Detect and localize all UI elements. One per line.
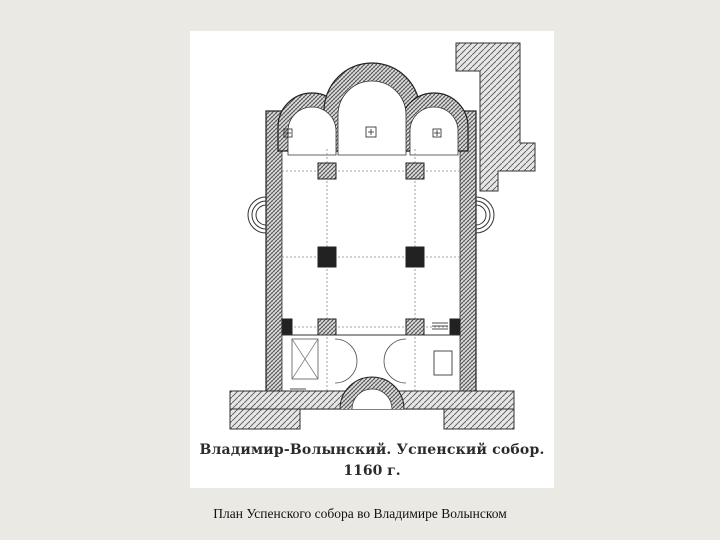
altar-marks (283, 126, 442, 138)
adjoining-structure (455, 42, 536, 192)
cathedral-floor-plan (229, 42, 536, 430)
plan-figure: Владимир-Волынский. Успенский собор. 116… (190, 31, 554, 488)
figure-date: 1160 г. (343, 463, 401, 479)
figure-title: Владимир-Волынский. Успенский собор. (199, 442, 545, 458)
slide-caption: План Успенского собора во Владимире Волы… (213, 506, 507, 521)
outer-walls (265, 110, 477, 410)
narthex (282, 334, 460, 384)
west-foundations (229, 376, 515, 430)
vault-grid (282, 149, 460, 393)
side-apses (247, 196, 495, 234)
apses (277, 62, 469, 156)
